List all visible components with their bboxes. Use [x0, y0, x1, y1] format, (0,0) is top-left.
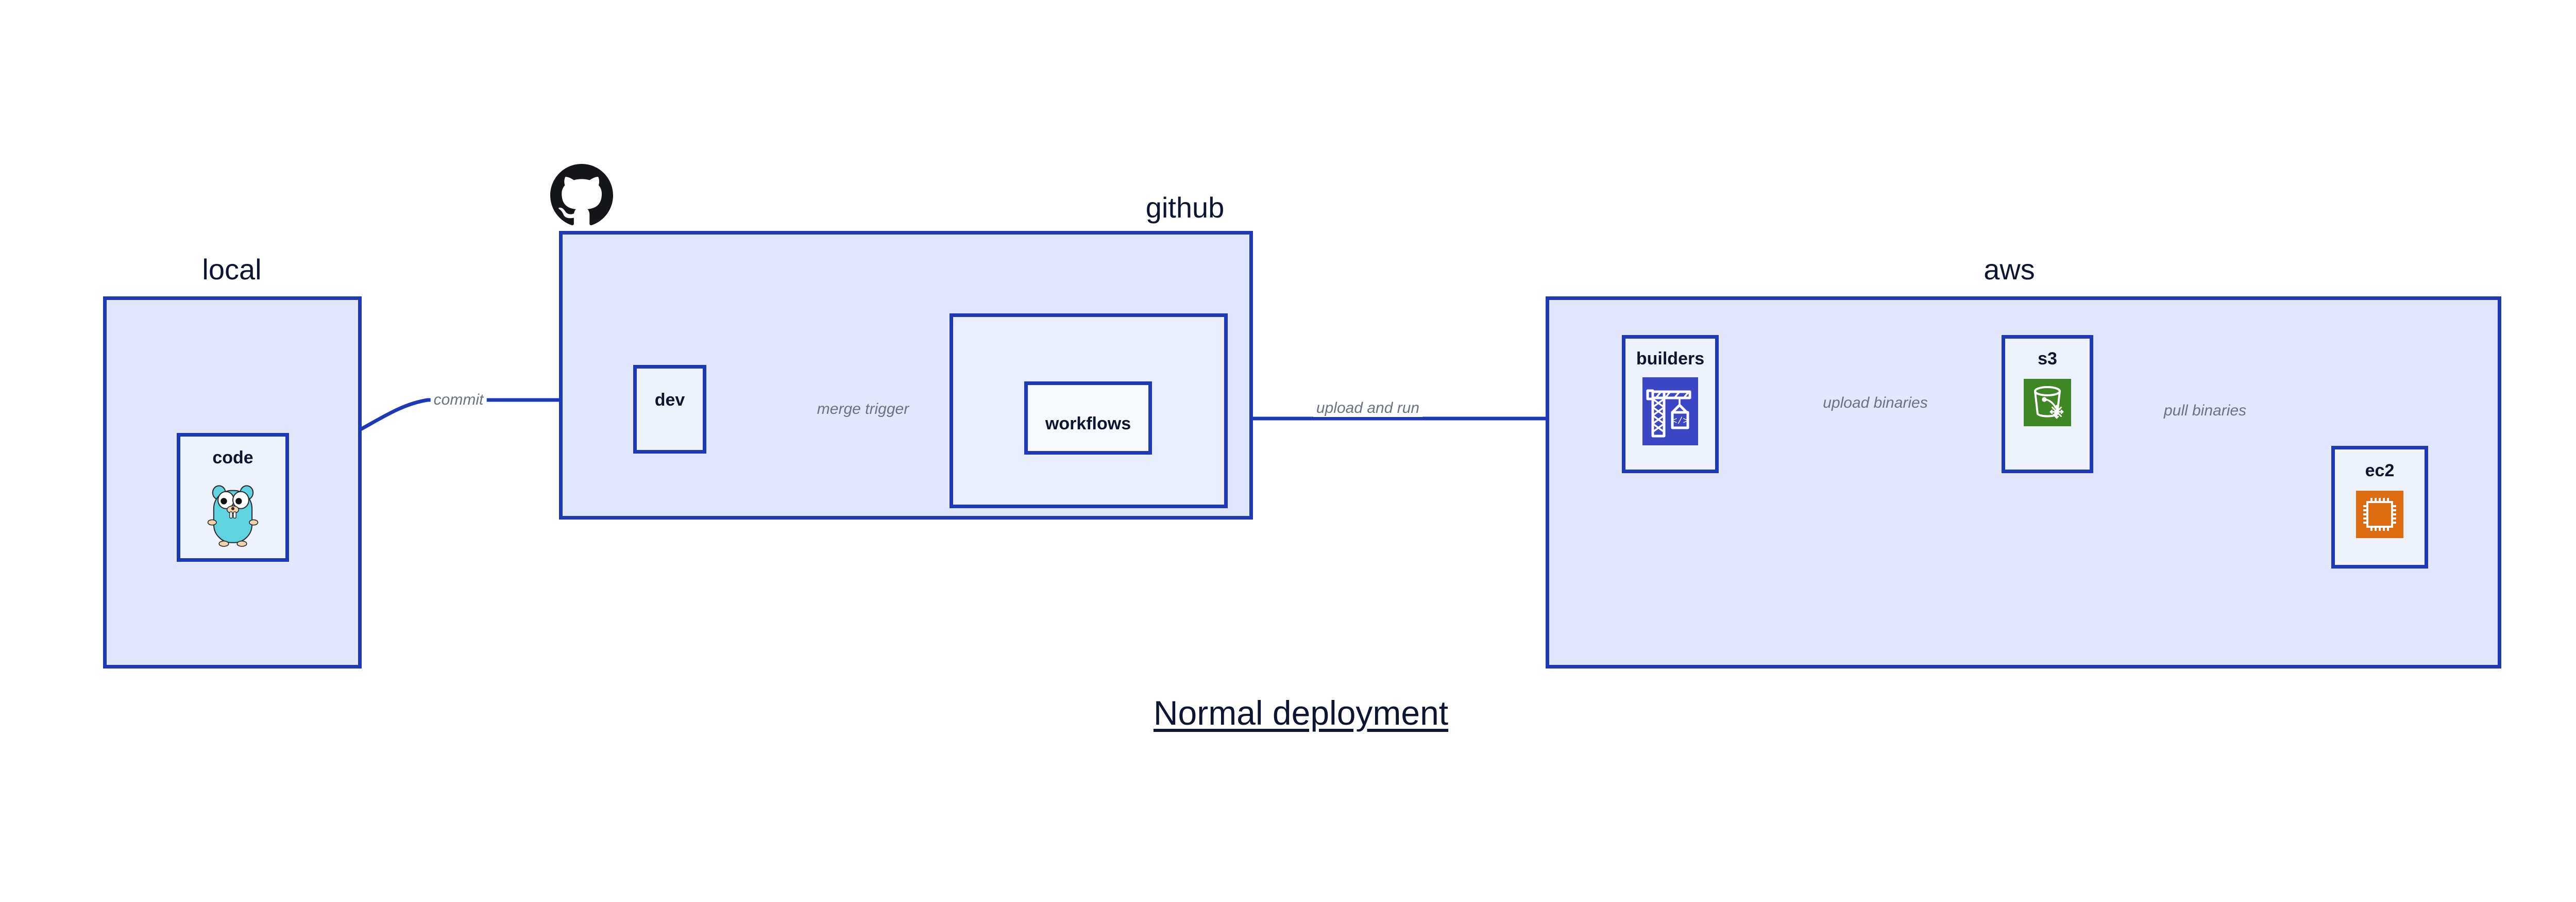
edge-label-merge-trigger: merge trigger — [814, 400, 912, 418]
group-title-aws: aws — [1984, 253, 2035, 286]
node-box-builders[interactable]: builders </> — [1622, 335, 1719, 473]
node-label-s3: s3 — [2038, 349, 2057, 369]
github-octocat-icon — [550, 164, 613, 227]
edge-label-upload-binaries: upload binaries — [1820, 394, 1931, 412]
edge-label-upload-and-run: upload and run — [1313, 399, 1423, 417]
edge-label-commit: commit — [430, 391, 487, 409]
node-label-code: code — [212, 448, 253, 467]
node-box-ec2[interactable]: ec2 — [2331, 446, 2428, 569]
node-label-ec2: ec2 — [2365, 461, 2395, 480]
aws-ec2-chip-icon — [2356, 491, 2403, 538]
go-gopher-icon — [206, 479, 260, 547]
diagram-title: Normal deployment — [1153, 694, 1449, 732]
aws-s3-glacier-icon — [2024, 379, 2071, 426]
node-box-workflows[interactable]: workflows — [1024, 381, 1152, 455]
node-label-dev: dev — [654, 390, 685, 410]
node-label-builders: builders — [1636, 349, 1705, 369]
group-title-github: github — [1145, 191, 1225, 224]
node-box-s3[interactable]: s3 — [2002, 335, 2093, 473]
node-box-dev[interactable]: dev — [633, 365, 706, 454]
group-title-local: local — [202, 253, 262, 286]
edge-label-pull-binaries: pull binaries — [2160, 402, 2250, 420]
node-label-workflows: workflows — [1045, 414, 1131, 433]
svg-text:</>: </> — [1672, 416, 1688, 427]
node-box-code[interactable]: code — [177, 433, 289, 562]
aws-codebuild-icon: </> — [1642, 377, 1698, 445]
